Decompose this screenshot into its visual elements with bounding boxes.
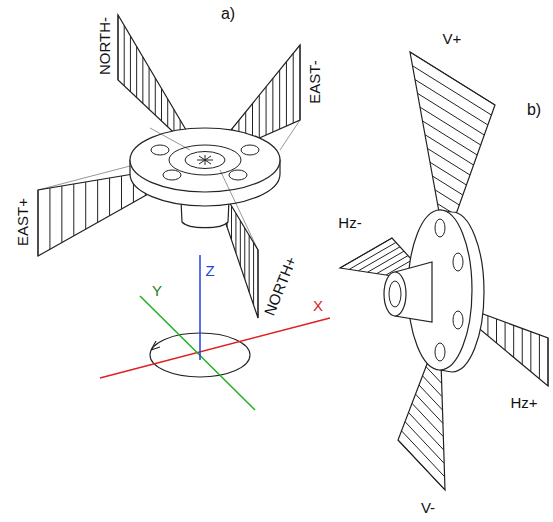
load-label: Hz+ [510,395,537,410]
axis-label: Y [152,283,162,298]
panel-label: b) [527,102,541,118]
load-label: NORTH- [97,17,112,75]
panel-label: a) [221,6,235,22]
load-label: Hz- [338,215,361,230]
load-label: V- [421,500,435,515]
load-label: EAST+ [15,198,30,246]
load-label: V+ [443,31,462,46]
load-label: NORTH+ [261,255,298,318]
axis-label: X [313,298,323,313]
load-diagram [38,162,205,256]
axis-label: Z [205,263,214,278]
load-label: EAST- [307,60,322,103]
flange-drawing [38,120,300,250]
flange-drawing [384,210,484,372]
axis-triad [100,255,330,410]
